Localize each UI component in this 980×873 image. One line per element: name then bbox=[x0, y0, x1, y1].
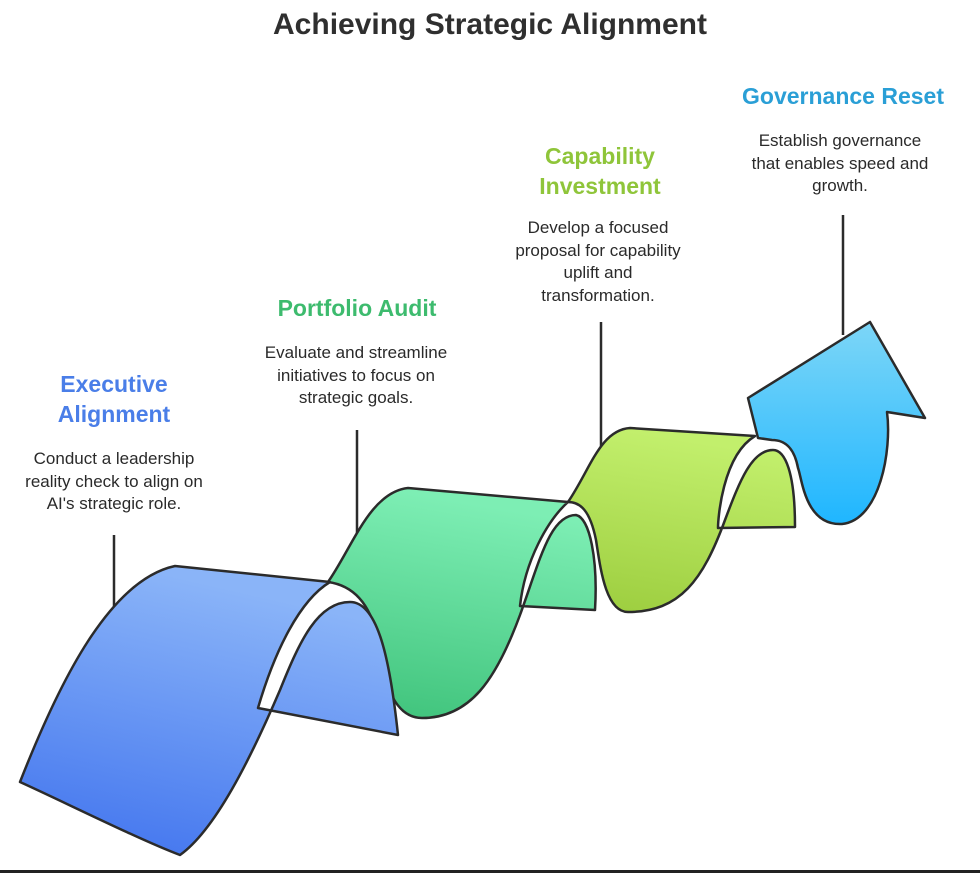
stage-description-line: uplift and bbox=[563, 263, 633, 282]
stage-title-portfolio-audit: Portfolio Audit bbox=[237, 293, 477, 323]
ribbon-executive bbox=[18, 564, 400, 857]
bottom-border-line bbox=[0, 870, 980, 873]
stage-title-capability-investment: Capability Investment bbox=[500, 141, 700, 201]
diagram-title: Achieving Strategic Alignment bbox=[273, 8, 707, 41]
stage-description-line: Conduct a leadership bbox=[33, 449, 195, 468]
stage-description-executive-alignment: Conduct a leadership reality check to al… bbox=[4, 448, 224, 516]
stage-title-line: Capability bbox=[545, 143, 655, 169]
stage-description-line: proposal for capability bbox=[515, 240, 681, 260]
stage-title-line: Governance Reset bbox=[742, 83, 944, 109]
stage-description-line: AI's strategic role. bbox=[46, 494, 182, 513]
stage-description-line: growth. bbox=[812, 176, 868, 195]
stage-description-line: that enables speed and bbox=[751, 153, 929, 173]
stage-description-line: strategic goals. bbox=[298, 388, 414, 407]
stage-description-line: Evaluate and streamline bbox=[264, 343, 448, 362]
arrow-head-governance bbox=[746, 320, 927, 526]
stage-title-governance-reset: Governance Reset bbox=[723, 81, 963, 111]
stage-description-line: initiatives to focus on bbox=[277, 365, 435, 385]
stage-description-line: Develop a focused bbox=[527, 218, 669, 237]
stage-title-executive-alignment: Executive Alignment bbox=[14, 369, 214, 429]
stage-description-capability-investment: Develop a focused proposal for capabilit… bbox=[488, 217, 708, 307]
stage-title-line: Investment bbox=[539, 173, 661, 199]
stage-description-portfolio-audit: Evaluate and streamline initiatives to f… bbox=[236, 342, 476, 410]
stage-title-line: Portfolio Audit bbox=[277, 295, 437, 321]
stage-title-line: Executive bbox=[60, 371, 168, 397]
stage-description-governance-reset: Establish governance that enables speed … bbox=[730, 130, 950, 198]
stage-title-line: Alignment bbox=[57, 401, 171, 427]
ribbon-capability bbox=[566, 426, 797, 614]
stage-description-line: transformation. bbox=[541, 285, 655, 305]
stage-description-line: Establish governance bbox=[758, 131, 922, 150]
stage-description-line: reality check to align on bbox=[25, 471, 203, 491]
